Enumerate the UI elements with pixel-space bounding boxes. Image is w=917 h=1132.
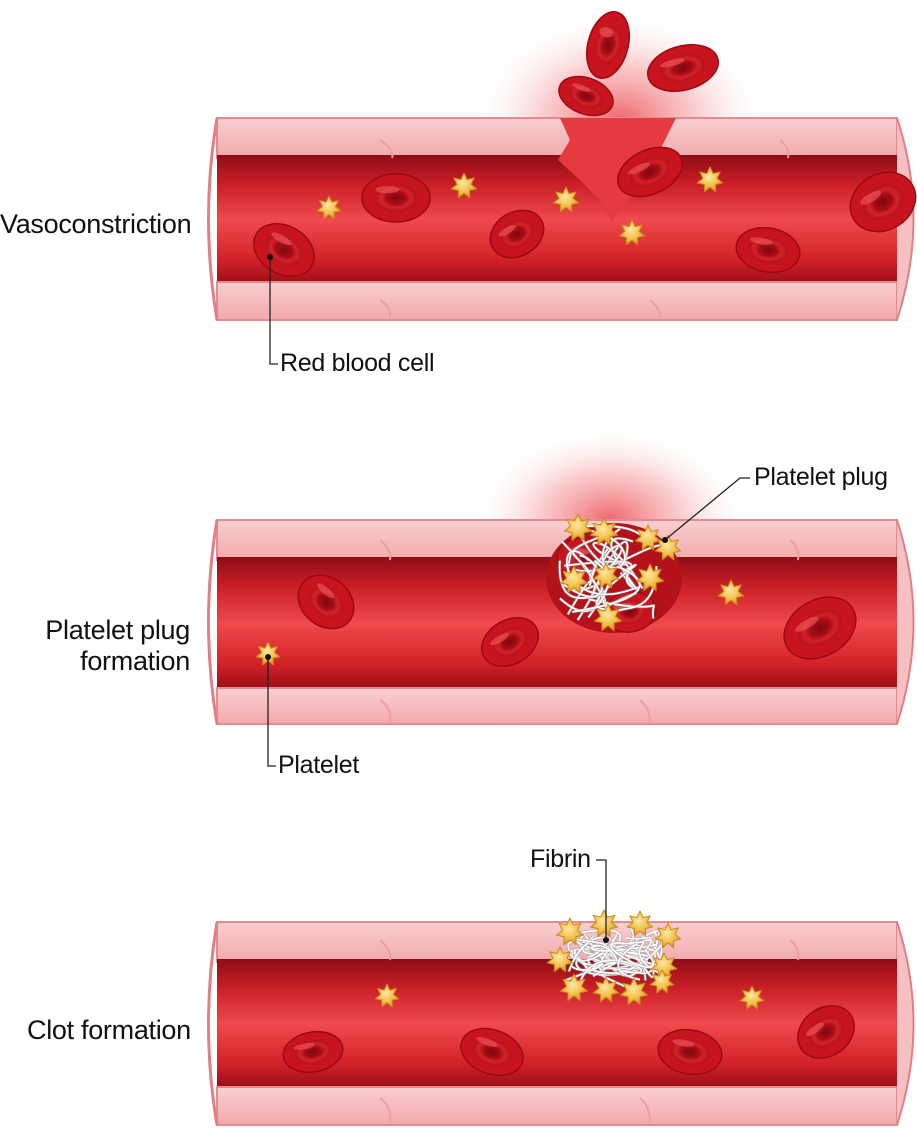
stage-label-vasoconstriction: Vasoconstriction [0, 209, 191, 240]
callout-platelet: Platelet [278, 750, 359, 781]
fibrin-leader-dot [603, 937, 609, 943]
vessel-wall-bottom [217, 1087, 897, 1125]
vessel-right-end [897, 922, 914, 1125]
platelet-plug-leader-dot [662, 537, 668, 543]
platelet-leader-dot [265, 654, 271, 660]
stage-label-clot-formation: Clot formation [27, 1015, 191, 1046]
vessel-vasoconstriction [209, 10, 914, 320]
stage-label-platelet-plug-formation: Platelet plug formation [45, 615, 190, 677]
vessel-wall-bottom [217, 282, 897, 320]
callout-red-blood-cell: Red blood cell [280, 348, 434, 379]
vessel-right-end [897, 520, 914, 724]
red-blood-cell-leader-dot [267, 254, 273, 260]
vessel-wall-top [217, 118, 897, 158]
callout-platelet-plug: Platelet plug [754, 462, 888, 493]
stage-label-line1: Platelet plug [45, 615, 190, 646]
vessel-wall-bottom [217, 688, 897, 724]
vessel-left-edge [209, 118, 218, 320]
stage-label-line2: formation [45, 646, 190, 677]
vessel-left-edge [209, 922, 218, 1125]
vessel-lumen [217, 155, 897, 285]
vessel-left-edge [209, 520, 218, 724]
callout-fibrin: Fibrin [530, 844, 591, 875]
red-blood-cell [362, 174, 430, 222]
